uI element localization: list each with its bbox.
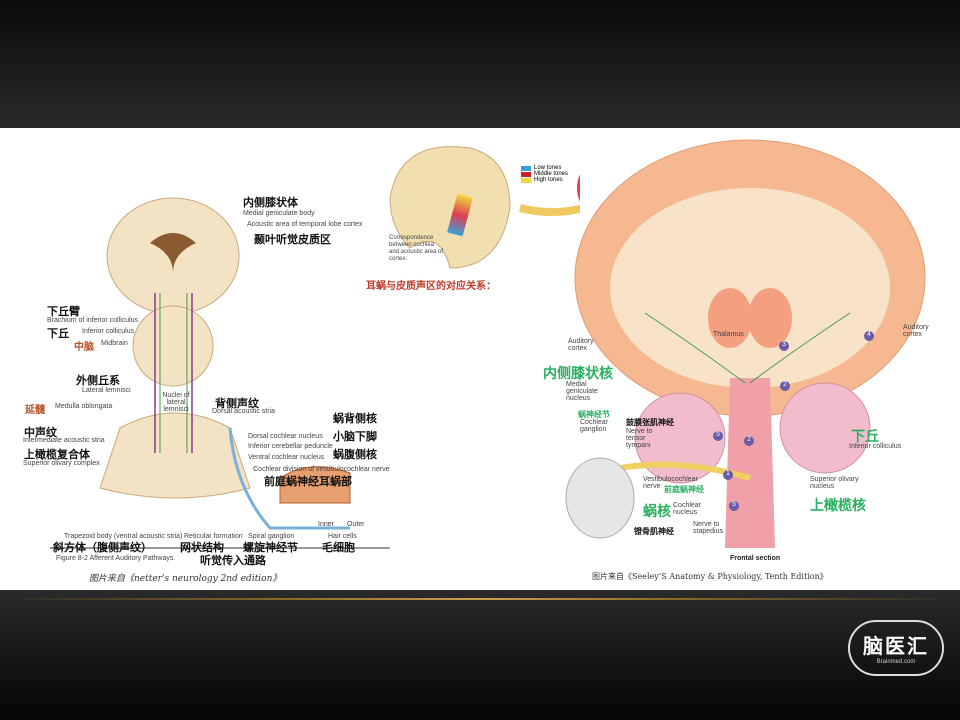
- label-inner-en: Inner: [318, 521, 334, 528]
- slide-bottom-band: [0, 590, 960, 720]
- seeley-brain-illustration: [565, 139, 926, 548]
- step-5-marker: 5: [713, 431, 723, 441]
- logo-subtitle: Brainmed.com: [876, 659, 916, 665]
- label-reticular-zh: 网状结构: [180, 541, 224, 554]
- label-cochlear-nucleus-zh: 蜗核: [643, 503, 671, 519]
- label-spiral-ganglion-en: Spiral ganglion: [248, 533, 295, 540]
- label-trapezoid-zh: 斜方体（腹侧声纹）: [53, 541, 152, 554]
- label-tensor-zh: 鼓膜张肌神经: [626, 417, 674, 427]
- label-auditory-cortex-right: Auditory cortex: [903, 324, 929, 338]
- tone-legend: Low tones Middle tones High tones: [521, 165, 568, 183]
- label-midbrain-zh: 中脑: [74, 342, 94, 353]
- netter-brain-illustration: [50, 197, 390, 549]
- label-intermediate-stria-zh: 中声纹: [24, 426, 57, 439]
- label-spiral-ganglion-zh: 螺旋神经节: [243, 541, 298, 554]
- label-trapezoid-en: Trapezoid body (ventral acoustic stria): [64, 533, 183, 540]
- label-superior-olivary-en: Superior olivary complex: [23, 460, 100, 467]
- label-cochlear-division-en: Cochlear division of vestibulocochlear n…: [253, 466, 390, 473]
- label-dorsal-stria-zh: 背侧声纹: [215, 397, 259, 410]
- label-ventral-cochlear-en: Ventral cochlear nucleus: [248, 454, 325, 461]
- label-dorsal-cochlear-zh: 蜗背侧核: [333, 412, 377, 425]
- label-frontal-section: Frontal section: [730, 555, 781, 562]
- correspondence-caption-en: Correspondence between cochlea and acous…: [389, 235, 444, 262]
- logo-title: 脑医汇: [863, 636, 929, 658]
- label-icp-zh: 小脑下脚: [333, 430, 377, 443]
- legend-swatch-middle: [521, 171, 531, 177]
- label-vestibulocochlear-en: Vestibulocochlear nerve: [643, 476, 698, 490]
- label-icp-en: Inferior cerebellar peduncle: [248, 443, 333, 450]
- label-inferior-colliculus-en: Inferior colliculus: [82, 328, 135, 335]
- slide-content-panel: 内侧膝状体 Medial geniculate body Acoustic ar…: [0, 128, 960, 590]
- correspondence-caption-zh: 耳蜗与皮质声区的对应关系：: [366, 281, 496, 292]
- label-inferior-colliculus-zh: 下丘: [851, 428, 879, 444]
- gold-divider-line: [0, 598, 960, 600]
- step-1-marker: 1: [723, 470, 733, 480]
- label-temporal-cortex-en: Acoustic area of temporal lobe cortex: [247, 221, 363, 228]
- label-superior-olivary-en: Superior olivary nucleus: [810, 476, 859, 490]
- label-lateral-lemnisci-zh: 外侧丘系: [76, 374, 120, 387]
- figure-caption: Figure 8-2 Afferent Auditory Pathways.: [56, 555, 176, 562]
- label-cochlear-division-zh: 前庭蜗神经耳蜗部: [264, 475, 352, 488]
- label-temporal-cortex-zh: 颞叶听觉皮质区: [254, 233, 331, 246]
- label-dorsal-cochlear-en: Dorsal cochlear nucleus: [248, 433, 323, 440]
- label-stapedius-en: Nerve to stapedius: [693, 521, 723, 535]
- label-hair-cells-zh: 毛细胞: [322, 541, 355, 554]
- label-brachium-en: Brachium of inferior colliculus: [47, 317, 139, 324]
- label-superior-olivary-zh: 上橄榄复合体: [24, 448, 90, 461]
- cortex-tonotopy-illustration: [389, 146, 580, 269]
- label-stapedius-zh: 镫骨肌神经: [634, 526, 674, 536]
- label-nuclei-ll-en: Nuclei of lateral lemnisci: [162, 392, 190, 413]
- label-outer-en: Outer: [347, 521, 365, 528]
- step-5-marker-lower: 5: [729, 501, 739, 511]
- label-vestibulocochlear-zh: 前庭蜗神经: [664, 485, 704, 494]
- label-mgn-zh: 内侧膝状核: [543, 365, 613, 381]
- label-pathway-zh: 听觉传入通路: [200, 554, 266, 567]
- label-medulla-en: Medulla oblongata: [55, 403, 113, 410]
- right-source-caption: 图片来自《Seeley’S Anatomy & Physiology, Tent…: [592, 572, 828, 581]
- label-lateral-lemnisci-en: Lateral lemnisci: [82, 387, 131, 394]
- label-auditory-cortex-left: Auditory cortex: [568, 338, 594, 352]
- label-cochlear-ganglion-en: Cochlear ganglion: [580, 419, 609, 433]
- label-hair-cells-en: Hair cells: [328, 533, 357, 540]
- label-superior-olivary-zh: 上橄榄核: [810, 497, 866, 513]
- label-dorsal-stria-en: Dorsal acoustic stria: [212, 408, 276, 415]
- step-3-marker: 3: [779, 341, 789, 351]
- label-medulla-zh: 延髓: [25, 405, 45, 416]
- label-mgn-en: Medial geniculate nucleus: [566, 381, 598, 402]
- legend-swatch-low: [521, 165, 531, 171]
- label-reticular-en: Reticular formation: [184, 533, 243, 540]
- label-brachium-zh: 下丘臂: [47, 305, 80, 318]
- step-2-marker-lower: 2: [744, 436, 754, 446]
- legend-swatch-high: [521, 177, 531, 183]
- left-source-caption: 图片来自《netter's neurology 2nd edition》: [89, 574, 282, 584]
- label-thalamus: Thalamus: [713, 331, 744, 338]
- legend-low-tones: Low tones: [534, 165, 562, 171]
- step-4-marker: 4: [864, 331, 874, 341]
- slide-top-band: [0, 0, 960, 128]
- label-inferior-colliculus-en: Inferior colliculus: [849, 443, 902, 450]
- label-midbrain-en: Midbrain: [101, 340, 128, 347]
- label-intermediate-stria-en: Intermediate acoustic stria: [23, 437, 105, 444]
- label-cochlear-ganglion-zh: 蜗神经节: [578, 410, 610, 419]
- label-medial-geniculate-zh: 内侧膝状体: [243, 196, 298, 209]
- label-ventral-cochlear-zh: 蜗腹侧核: [333, 448, 377, 461]
- label-medial-geniculate-en: Medial geniculate body: [243, 210, 315, 217]
- label-inferior-colliculus-zh: 下丘: [47, 327, 69, 340]
- brainmed-logo: 脑医汇 Brainmed.com: [848, 620, 944, 676]
- label-tensor-en: Nerve to tensor tympani: [626, 428, 653, 449]
- legend-high-tones: High tones: [534, 177, 563, 183]
- step-2-marker: 2: [780, 381, 790, 391]
- label-cochlear-nucleus-en: Cochlear nucleus: [673, 502, 702, 516]
- legend-middle-tones: Middle tones: [534, 171, 569, 177]
